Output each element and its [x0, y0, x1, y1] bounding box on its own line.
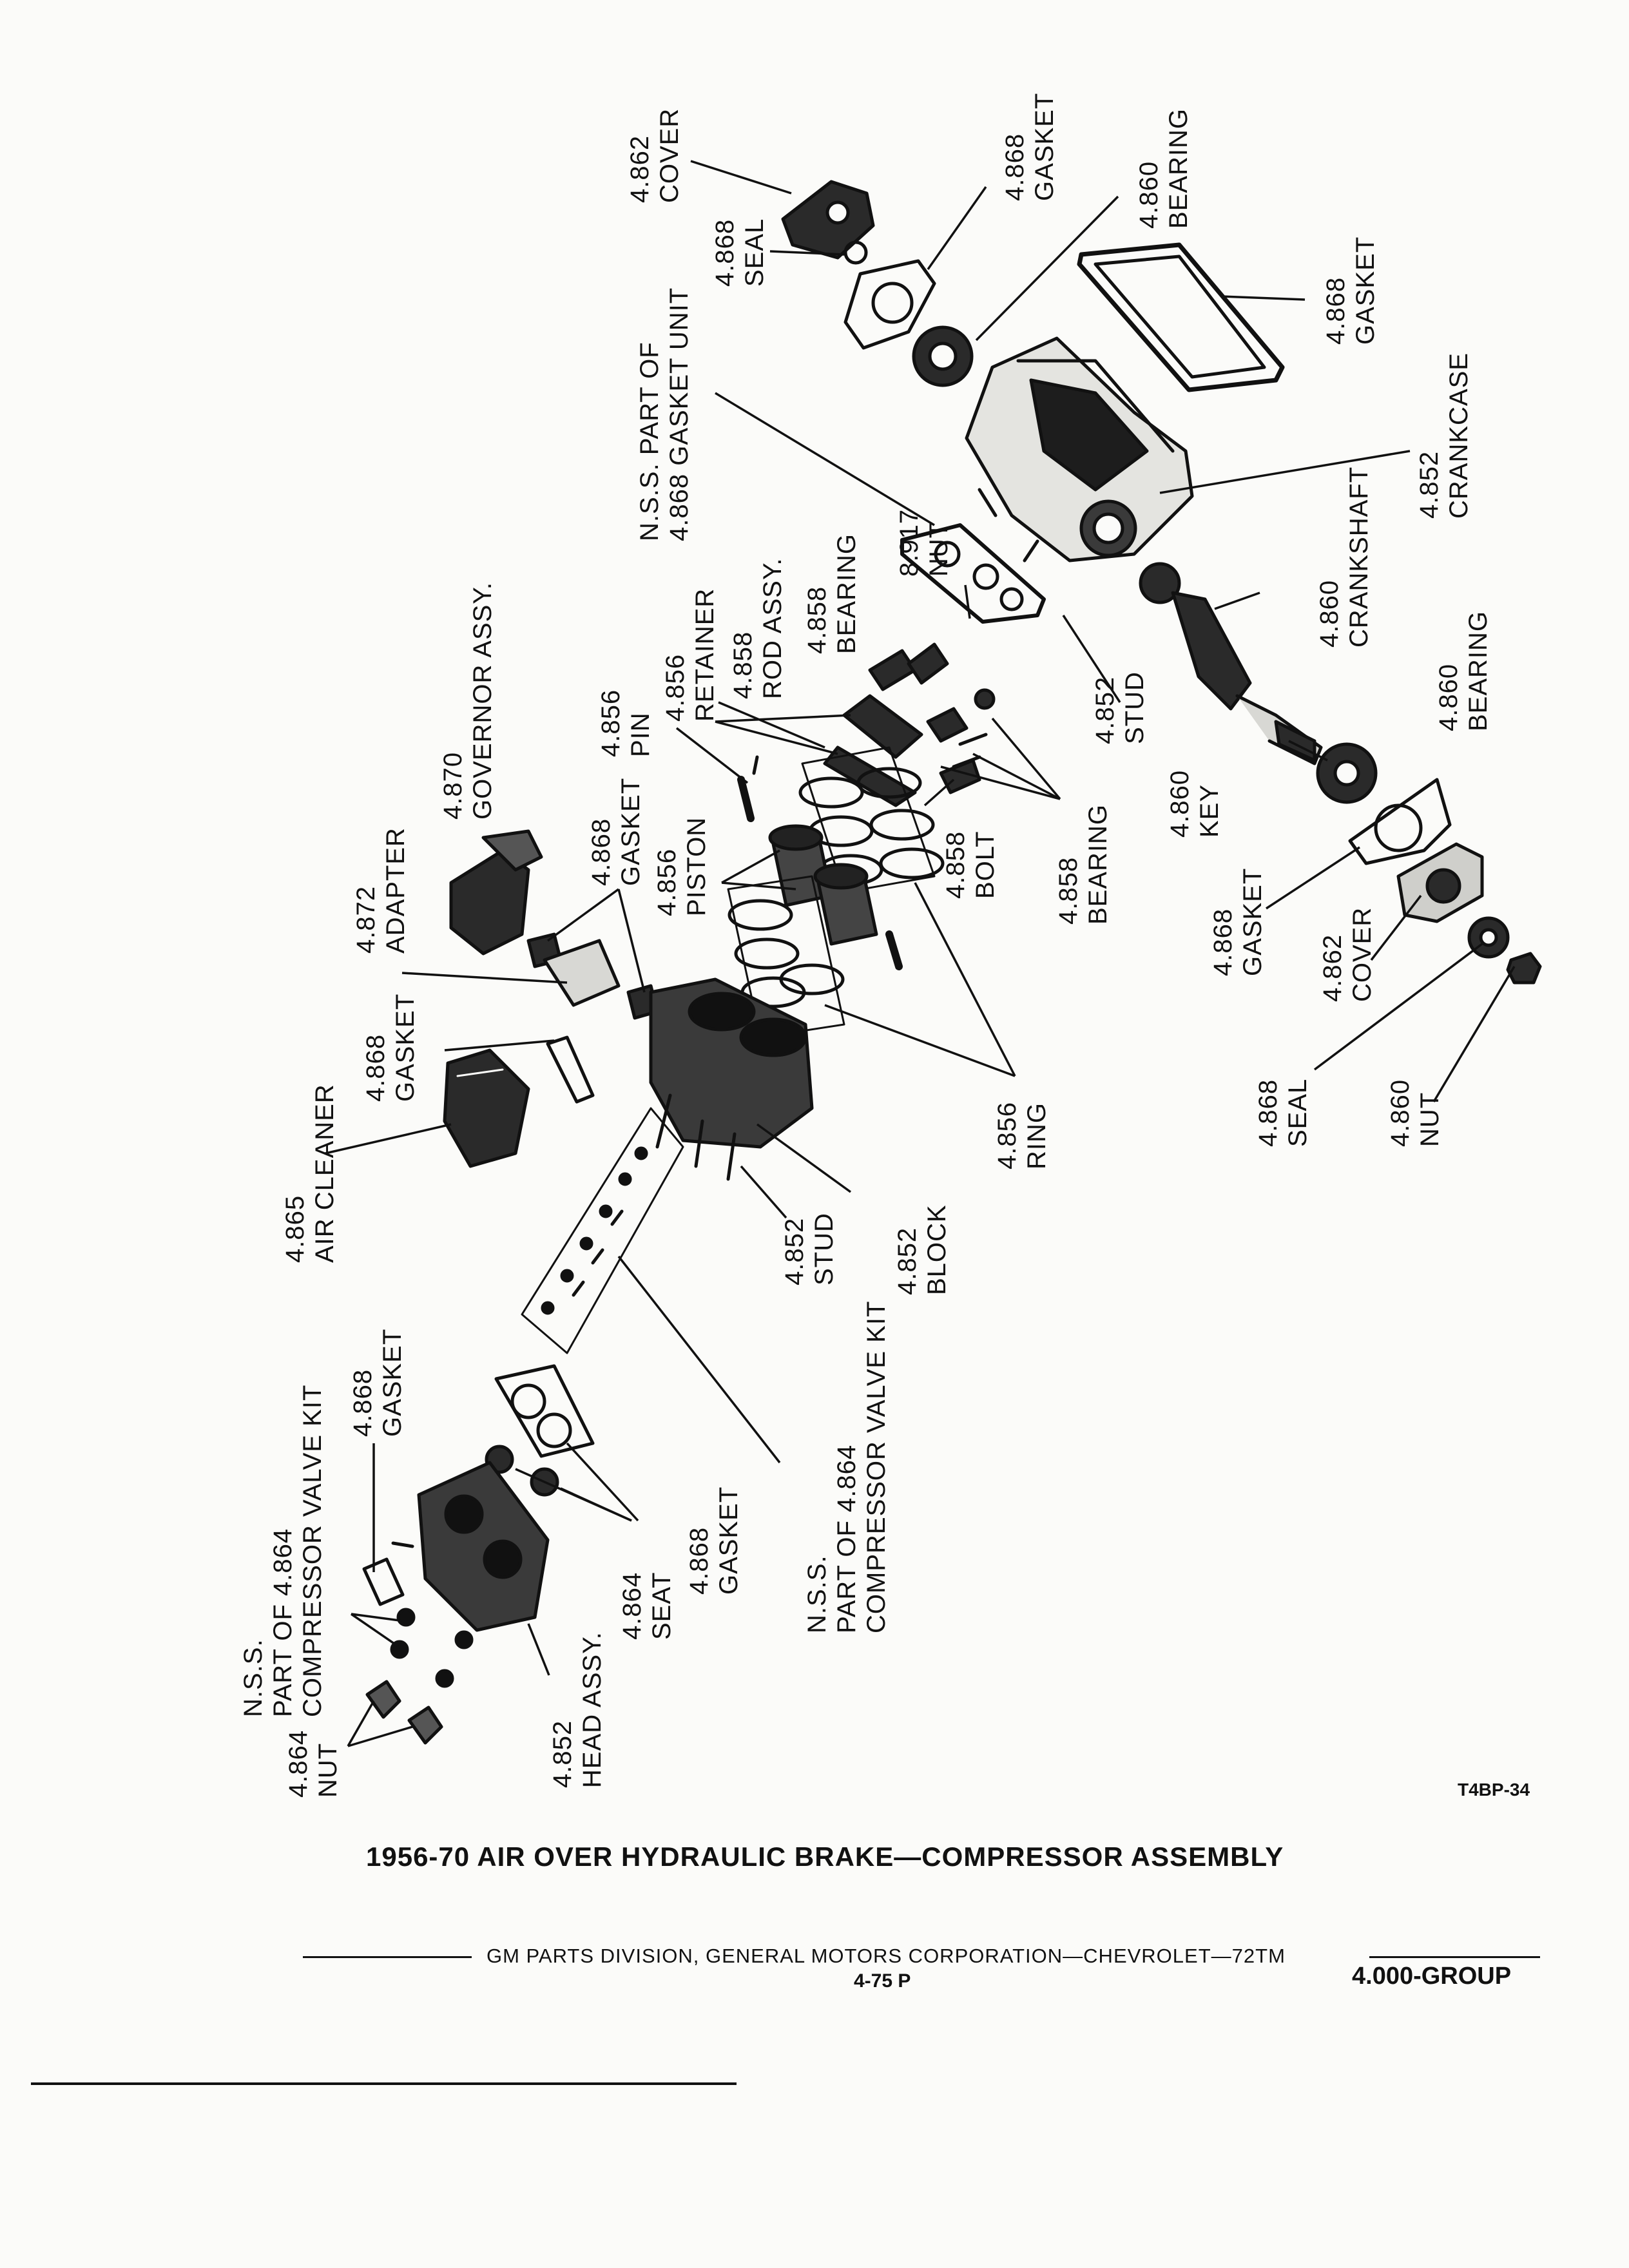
valve-kit-parts	[521, 1107, 684, 1354]
top-gasket-part	[843, 259, 936, 350]
head-nut-part-1	[365, 1680, 401, 1719]
valve-part-a	[396, 1608, 416, 1627]
crankcase-part	[965, 336, 1194, 562]
air-cleaner-gasket-part	[546, 1035, 595, 1104]
crankshaft-part	[1139, 562, 1323, 765]
top-bearing-part	[912, 325, 974, 387]
page-number: 4-75 P	[854, 1970, 911, 1992]
bottom-cover-part	[1396, 842, 1484, 923]
cylinder-block-part	[649, 977, 814, 1181]
bottom-nut-part	[1506, 952, 1542, 985]
retainer-part	[752, 755, 759, 775]
small-head-gasket-part	[362, 1557, 405, 1606]
figure-id: T4BP-34	[1458, 1780, 1530, 1800]
head-nut-part-2	[407, 1706, 443, 1745]
head-gasket-part	[494, 1364, 595, 1458]
crank-bearing-part	[1316, 742, 1378, 804]
valve-part-d	[435, 1669, 454, 1688]
bottom-seal-part	[1467, 916, 1510, 959]
bottom-gasket-part	[1348, 778, 1452, 865]
page-title: 1956-70 AIR OVER HYDRAULIC BRAKE—COMPRES…	[366, 1841, 1284, 1872]
head-assy-part	[391, 1461, 550, 1632]
valve-part-c	[454, 1630, 474, 1649]
piston-ring-set	[798, 746, 945, 894]
pin-part-lower	[885, 930, 903, 970]
bottom-rule	[31, 2082, 737, 2085]
nss-gasket-part	[900, 523, 1046, 624]
governor-part	[449, 829, 543, 956]
connecting-rod-parts	[823, 642, 996, 807]
pin-part	[737, 776, 755, 822]
air-cleaner-part	[443, 1048, 530, 1168]
footer-rule-right	[1369, 1956, 1540, 1958]
right-gasket-part	[1077, 242, 1285, 392]
top-cover-part	[781, 180, 875, 260]
leader-lines	[325, 160, 1516, 1747]
footer-rule-left	[303, 1956, 472, 1958]
top-seal-part	[843, 240, 868, 265]
group-number: 4.000-GROUP	[1352, 1963, 1512, 1990]
adapter-part	[543, 939, 621, 1007]
footer-division: GM PARTS DIVISION, GENERAL MOTORS CORPOR…	[487, 1945, 1286, 1967]
